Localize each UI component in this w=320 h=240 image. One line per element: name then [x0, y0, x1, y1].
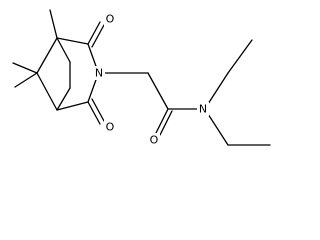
bond-c2-o-top-a — [87, 21, 101, 45]
atom-bg-n-ring — [93, 66, 105, 80]
bond-n-c4 — [87, 76, 98, 103]
molecule-structure: O N O O N — [12, 9, 271, 147]
bond-c4-c5 — [56, 101, 89, 111]
atom-o-top: O — [106, 13, 115, 26]
atom-bg-o-amide — [148, 133, 160, 147]
bond-c4-o-bottom-b — [91, 98, 105, 122]
bond-namide-ethyl-up-a — [207, 72, 229, 105]
atom-o-bottom: O — [106, 121, 115, 134]
bond-co-o-b — [159, 110, 173, 136]
bond-namide-ethyl-down-a — [207, 113, 229, 146]
structure-canvas: O N O O N — [12, 9, 271, 147]
bond-c7-methyl-a — [12, 62, 38, 74]
atom-bg-n-amide — [197, 102, 209, 116]
atom-n-amide: N — [199, 103, 207, 116]
atom-label-layer: O N O O N — [93, 12, 209, 147]
bond-c4-o-bottom-a — [87, 101, 101, 125]
atom-o-amide: O — [150, 134, 159, 147]
bond-c1-methyl — [49, 9, 58, 39]
bond-c1-c2 — [56, 37, 89, 45]
bond-ch2-co — [147, 72, 169, 110]
bond-c7-c5 — [36, 72, 58, 111]
bond-c1-c7 — [36, 37, 58, 74]
bond-c1-c8 — [56, 37, 71, 63]
atom-bg-o-bottom — [104, 120, 116, 134]
bond-c2-n — [87, 43, 98, 70]
bond-layer — [12, 9, 271, 146]
bond-c2-o-top-b — [91, 24, 105, 48]
bond-namide-ethyl-up-b — [227, 39, 253, 74]
bond-c7-methyl-b — [14, 72, 38, 88]
bond-co-o-a — [155, 108, 169, 134]
bond-c9-c5 — [56, 87, 71, 111]
atom-n-ring: N — [95, 67, 103, 80]
atom-bg-o-top — [104, 12, 116, 26]
